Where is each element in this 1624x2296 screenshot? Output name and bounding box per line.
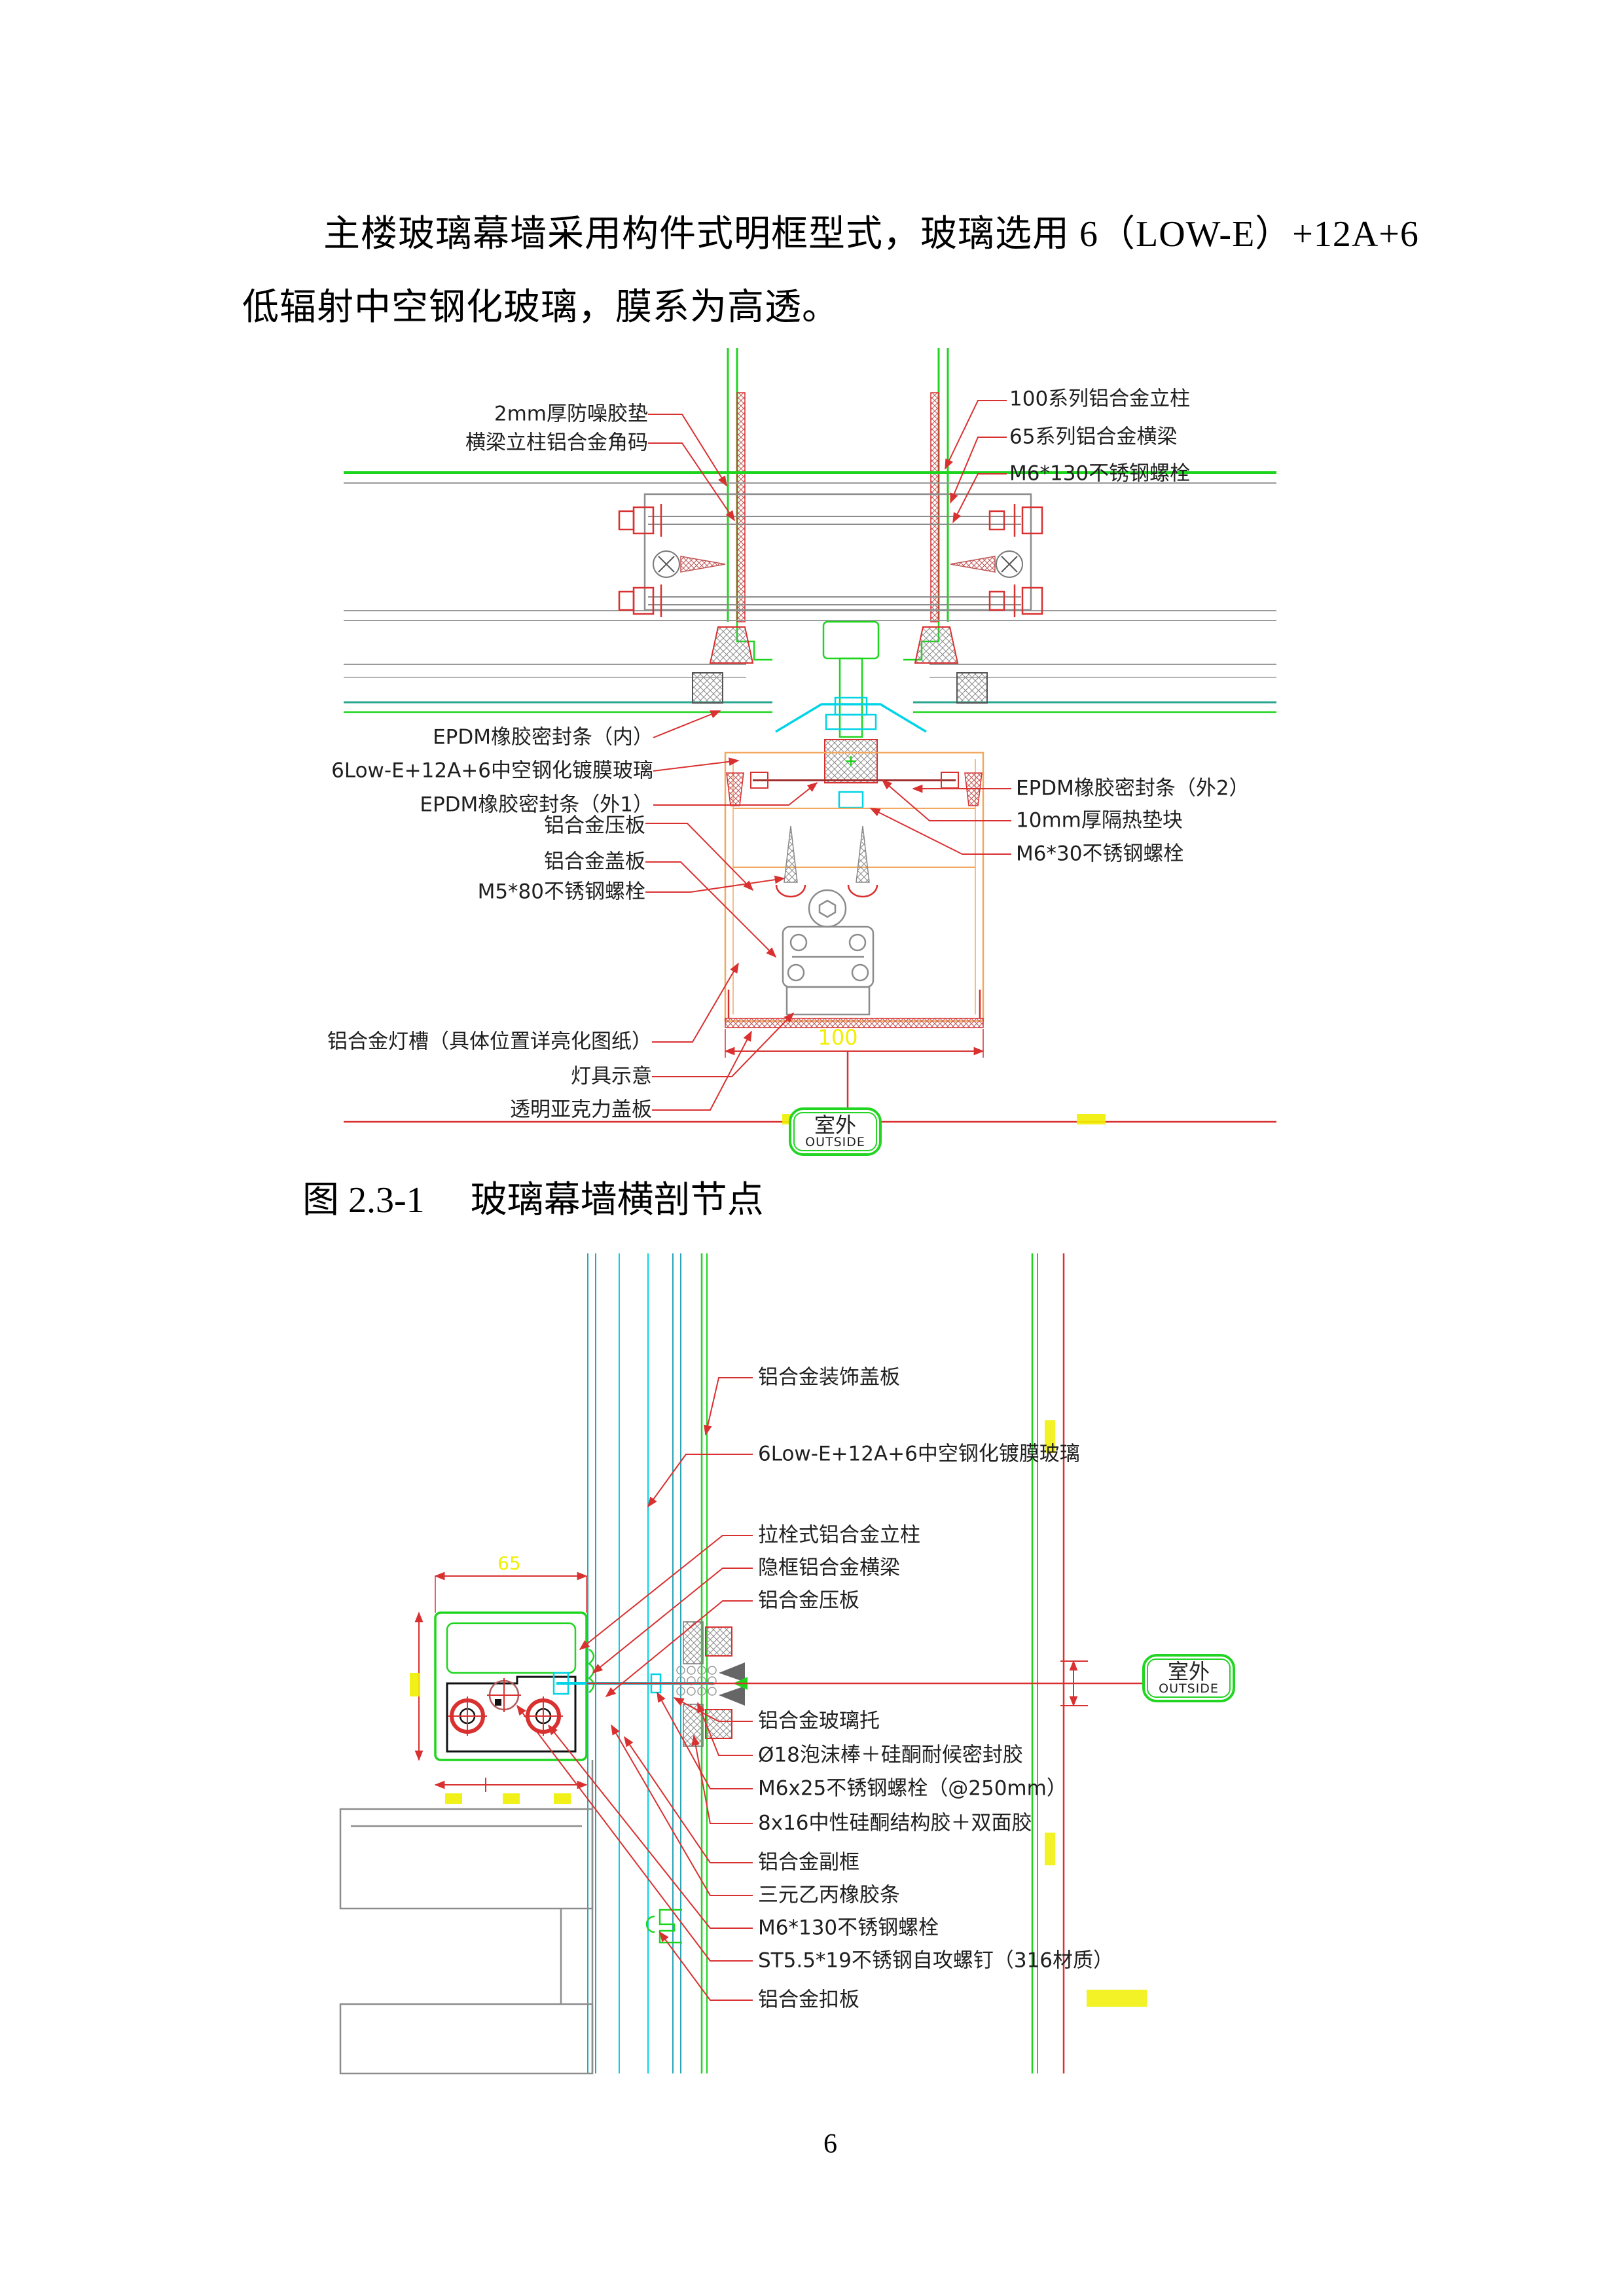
label-bolt-m6x130: M6*130不锈钢螺栓 xyxy=(1009,461,1191,486)
drawing2-section-detail: 65 xyxy=(339,1253,1147,2075)
label-bolt-m5x80: M5*80不锈钢螺栓 xyxy=(477,880,645,904)
drawing2-leaders xyxy=(516,1377,753,2001)
label-corner-code: 横梁立柱铝合金角码 xyxy=(465,431,648,455)
paragraph-line-2: 低辐射中空钢化玻璃，膜系为高透。 xyxy=(242,287,839,328)
transom-box xyxy=(434,1611,588,1761)
svg-text:100: 100 xyxy=(818,1025,857,1050)
paragraph-line-1: 主楼玻璃幕墙采用构件式明框型式，玻璃选用 6（LOW-E）+12A+6 xyxy=(323,214,1419,255)
foam-rod-dots xyxy=(676,1666,717,1696)
glass-vertical-lines xyxy=(587,1253,1065,2073)
lamp-trough xyxy=(724,751,984,1022)
label-glass-d2: 6Low-E+12A+6中空钢化镀膜玻璃 xyxy=(758,1442,1080,1466)
gasket-strip-right xyxy=(930,392,939,622)
outside-badge-2: 室外 OUTSIDE xyxy=(1142,1654,1235,1702)
glass-band-left xyxy=(344,664,772,713)
label-bolt-m6x30: M6*30不锈钢螺栓 xyxy=(1016,842,1184,866)
dim-mark xyxy=(1077,1114,1106,1124)
through-rods xyxy=(648,516,1021,605)
label-insulation: 10mm厚隔热垫块 xyxy=(1016,808,1183,833)
label-hidden-transom: 隐框铝合金横梁 xyxy=(758,1556,900,1580)
label-press-plate-d1: 铝合金压板 xyxy=(544,814,645,838)
anchor-screws xyxy=(653,550,1023,578)
label-2mm-pad: 2mm厚防噪胶垫 xyxy=(494,402,648,426)
acrylic-plate xyxy=(725,990,984,1028)
label-buckle-plate: 铝合金扣板 xyxy=(758,1988,859,2012)
bolt-assemblies xyxy=(618,504,1043,617)
dimension-marks xyxy=(410,1420,1147,2007)
label-press-plate-d2: 铝合金压板 xyxy=(758,1588,859,1613)
outside-badge-en: OUTSIDE xyxy=(1159,1681,1219,1696)
label-acrylic-cover: 透明亚克力盖板 xyxy=(510,1098,652,1122)
label-epdm-outer2: EPDM橡胶密封条（外2） xyxy=(1016,776,1250,800)
figure-caption-number: 图 2.3-1 xyxy=(302,1180,425,1221)
page-number: 6 xyxy=(823,2129,837,2159)
outside-badge-1: 室外 OUTSIDE xyxy=(789,1107,882,1156)
center-seal-assembly xyxy=(775,696,927,809)
label-bolt-mullion: 拉栓式铝合金立柱 xyxy=(758,1523,920,1547)
label-lamp-indication: 灯具示意 xyxy=(571,1064,652,1088)
figure-caption: 图 2.3-1 玻璃幕墙横剖节点 xyxy=(302,1170,764,1223)
mullion-vertical-lines xyxy=(727,348,949,622)
label-epdm-inner: EPDM橡胶密封条（内） xyxy=(433,725,653,749)
outside-badge-en: OUTSIDE xyxy=(805,1135,865,1150)
glass-band-right xyxy=(913,664,1276,713)
gasket-strip-left xyxy=(736,392,746,622)
transom-profile-top xyxy=(736,620,940,738)
svg-text:65: 65 xyxy=(497,1552,521,1574)
label-bolt-m6x25: M6x25不锈钢螺栓（@250mm） xyxy=(758,1776,1067,1801)
outside-badge-cn: 室外 xyxy=(1167,1659,1210,1684)
drawing1-leaders xyxy=(645,400,1011,1111)
label-sub-frame: 铝合金副框 xyxy=(758,1850,859,1874)
label-structural-glue: 8x16中性硅酮结构胶＋双面胶 xyxy=(758,1811,1032,1835)
outside-badge-cn: 室外 xyxy=(814,1112,856,1138)
epdm-gasket-right xyxy=(914,626,959,664)
wedge-lower xyxy=(719,1686,745,1706)
lamp-fixture xyxy=(782,889,875,1016)
epdm-gasket-left xyxy=(709,626,754,664)
label-transom-65: 65系列铝合金横梁 xyxy=(1009,425,1178,449)
trough-screws xyxy=(775,825,878,898)
label-bolt-m6x130-d2: M6*130不锈钢螺栓 xyxy=(758,1916,939,1940)
label-glass-support: 铝合金玻璃托 xyxy=(758,1709,880,1733)
drawing1-section-detail: 100 xyxy=(344,348,1276,1124)
wedge-upper xyxy=(719,1662,745,1682)
label-screw-st: ST5.5*19不锈钢自攻螺钉（316材质） xyxy=(758,1948,1114,1973)
label-epdm-outer1: EPDM橡胶密封条（外1） xyxy=(420,793,653,817)
dimension-65: 65 xyxy=(434,1552,588,1613)
label-cover-plate: 铝合金盖板 xyxy=(544,850,645,874)
anchor-bracket xyxy=(643,493,1032,611)
wall-plane-lines xyxy=(344,471,1276,621)
label-deco-cover: 铝合金装饰盖板 xyxy=(758,1365,900,1390)
joint-hardware xyxy=(552,1621,748,1747)
lower-profiles xyxy=(339,1760,594,2075)
right-dim-bracket xyxy=(1060,1660,1088,1707)
dimension-100: 100 xyxy=(724,1025,984,1058)
label-foam-rod: Ø18泡沫棒＋硅酮耐候密封胶 xyxy=(758,1743,1023,1767)
label-glass-d1: 6Low-E+12A+6中空钢化镀膜玻璃 xyxy=(331,759,653,783)
label-lamp-trough: 铝合金灯槽（具体位置详亮化图纸） xyxy=(327,1030,652,1054)
label-mullion-100: 100系列铝合金立柱 xyxy=(1009,387,1191,411)
label-epdm-strip: 三元乙丙橡胶条 xyxy=(758,1883,900,1907)
figure-caption-title: 玻璃幕墙横剖节点 xyxy=(470,1180,764,1221)
